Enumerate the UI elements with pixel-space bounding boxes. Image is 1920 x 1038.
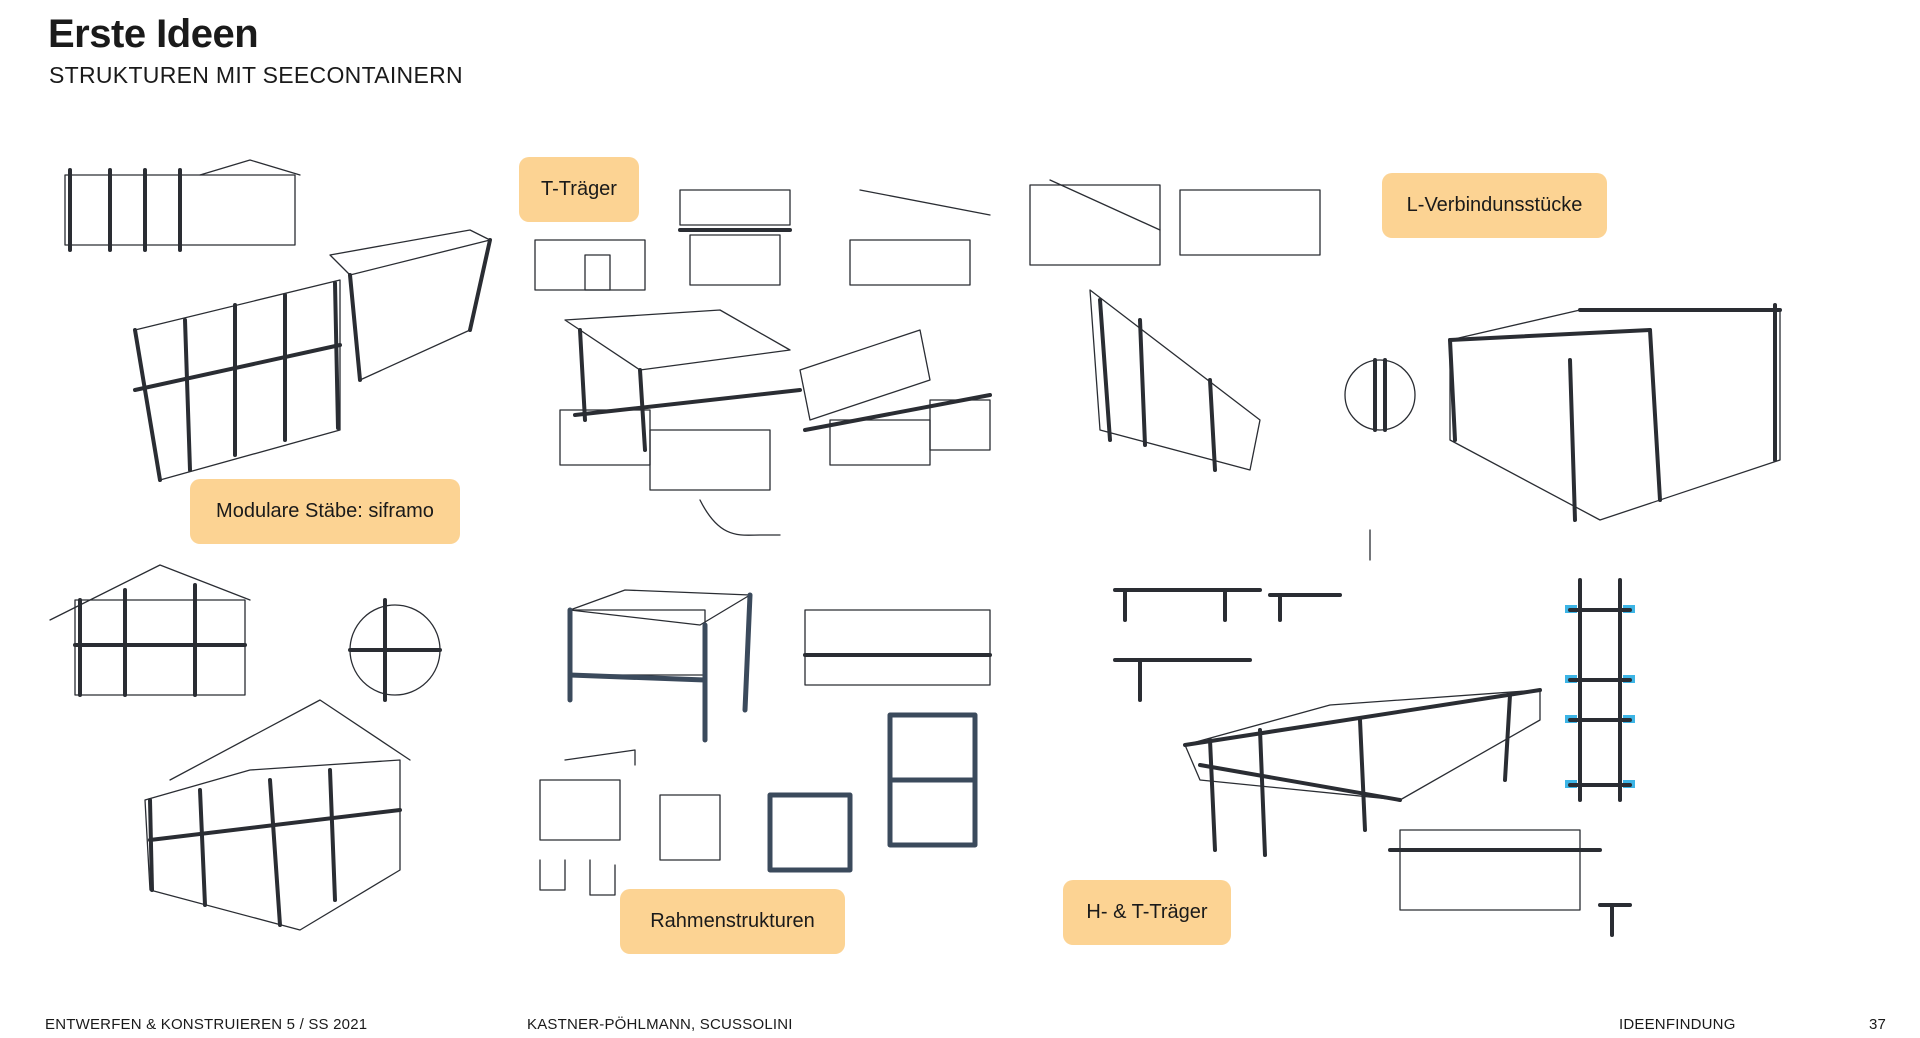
footer-page-number: 37 — [1869, 1016, 1887, 1033]
footer-section: IDEENFINDUNG — [1619, 1016, 1736, 1033]
sketch-h-t-traeger — [1113, 578, 1635, 937]
label-l-verbindung: L-Verbindunsstücke — [1382, 173, 1607, 238]
sketch-t-traeger — [534, 189, 992, 536]
sketch-container-roof — [49, 564, 442, 931]
page-subtitle: STRUKTUREN MIT SEECONTAINERN — [49, 62, 463, 88]
sketch-l-verbindung — [1029, 179, 1782, 561]
sketch-rahmen — [539, 589, 992, 896]
footer-authors: KASTNER-PÖHLMANN, SCUSSOLINI — [527, 1016, 793, 1033]
label-t-traeger: T-Träger — [519, 157, 639, 222]
page-title: Erste Ideen — [48, 12, 259, 56]
label-h-t-traeger: H- & T-Träger — [1063, 880, 1231, 945]
label-modulare-staebe: Modulare Stäbe: siframo — [190, 479, 460, 544]
footer-course: ENTWERFEN & KONSTRUIEREN 5 / SS 2021 — [45, 1016, 368, 1033]
sketch-modular-bars — [64, 159, 492, 482]
label-rahmenstrukturen: Rahmenstrukturen — [620, 889, 845, 954]
